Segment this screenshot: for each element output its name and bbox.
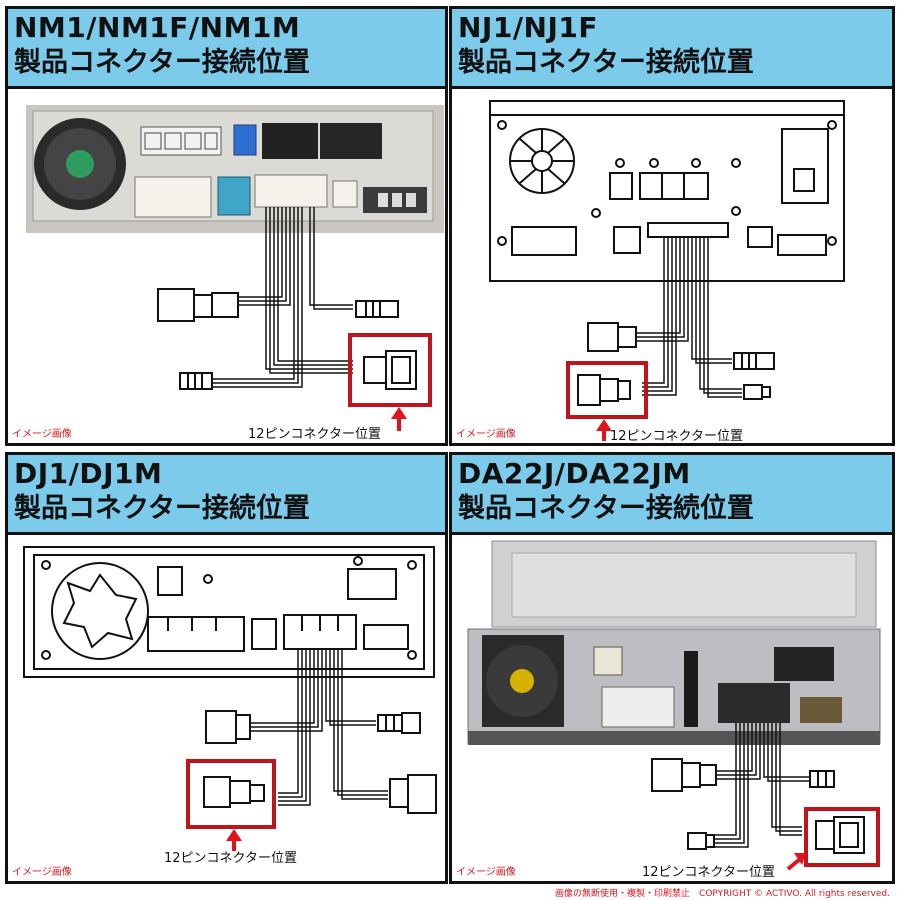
model-title: DA22J/DA22JM: [458, 457, 691, 490]
pin-connector-label: 12ピンコネクター位置: [248, 427, 382, 442]
wire-harness: [634, 237, 742, 398]
harness-connectors: [205, 710, 437, 814]
model-title: NM1/NM1F/NM1M: [14, 11, 301, 44]
connector-position-title: 製品コネクター接続位置: [458, 47, 754, 78]
wire-harness: [248, 649, 388, 806]
connector-position-title: 製品コネクター接続位置: [14, 493, 310, 524]
image-note: イメージ画像: [12, 429, 72, 440]
panel-nj1: NJ1/NJ1F 製品コネクター接続位置: [449, 6, 895, 446]
harness-connectors: [157, 288, 399, 390]
copyright-notice: 画像の無断使用・複製・印刷禁止 COPYRIGHT © ACTIVO. All …: [555, 889, 890, 899]
wire-harness: [712, 723, 810, 848]
image-note: イメージ画像: [456, 429, 516, 440]
pin-connector-label: 12ピンコネクター位置: [164, 851, 298, 866]
connector-position-title: 製品コネクター接続位置: [14, 47, 310, 78]
wire-harness: [198, 207, 353, 388]
head-unit-photo: [26, 105, 444, 233]
panel-body: 12ピンコネクター位置 イメージ画像: [452, 89, 892, 443]
panel-body: 12ピンコネクター位置 イメージ画像: [8, 89, 445, 443]
12-pin-connector: [804, 807, 880, 867]
pin-connector-label: 12ピンコネクター位置: [610, 429, 744, 444]
panel-header: NM1/NM1F/NM1M 製品コネクター接続位置: [8, 9, 445, 89]
pin-connector-label: 12ピンコネクター位置: [642, 865, 776, 880]
panel-nm1: NM1/NM1F/NM1M 製品コネクター接続位置: [5, 6, 448, 446]
da22j-connection-diagram: [467, 540, 881, 871]
nm1-connection-diagram: [26, 105, 444, 431]
panel-header: NJ1/NJ1F 製品コネクター接続位置: [452, 9, 892, 89]
arrow-icon: [786, 853, 806, 871]
model-title: DJ1/DJ1M: [14, 457, 163, 490]
image-note: イメージ画像: [12, 867, 72, 878]
head-unit-drawing: [489, 100, 845, 282]
12-pin-connector: [186, 759, 276, 829]
head-unit-photo: [467, 540, 881, 745]
connector-position-title: 製品コネクター接続位置: [458, 493, 754, 524]
image-note: イメージ画像: [456, 867, 516, 878]
panel-header: DA22J/DA22JM 製品コネクター接続位置: [452, 455, 892, 535]
arrow-up-icon: [226, 829, 242, 851]
panel-body: 12ピンコネクター位置 イメージ画像: [452, 535, 892, 881]
12-pin-connector: [566, 361, 648, 419]
panel-body: 12ピンコネクター位置 イメージ画像: [8, 535, 445, 881]
arrow-up-icon: [596, 419, 612, 441]
panel-dj1: DJ1/DJ1M 製品コネクター接続位置: [5, 452, 448, 884]
harness-connectors: [651, 758, 835, 850]
panel-header: DJ1/DJ1M 製品コネクター接続位置: [8, 455, 445, 535]
head-unit-drawing: [23, 546, 435, 678]
12-pin-connector: [348, 333, 432, 407]
arrow-up-icon: [391, 407, 407, 431]
model-title: NJ1/NJ1F: [458, 11, 599, 44]
panel-da22j: DA22J/DA22JM 製品コネクター接続位置: [449, 452, 895, 884]
harness-connectors: [587, 322, 775, 400]
dj1-connection-diagram: [23, 546, 437, 851]
nj1-connection-diagram: [489, 100, 845, 441]
